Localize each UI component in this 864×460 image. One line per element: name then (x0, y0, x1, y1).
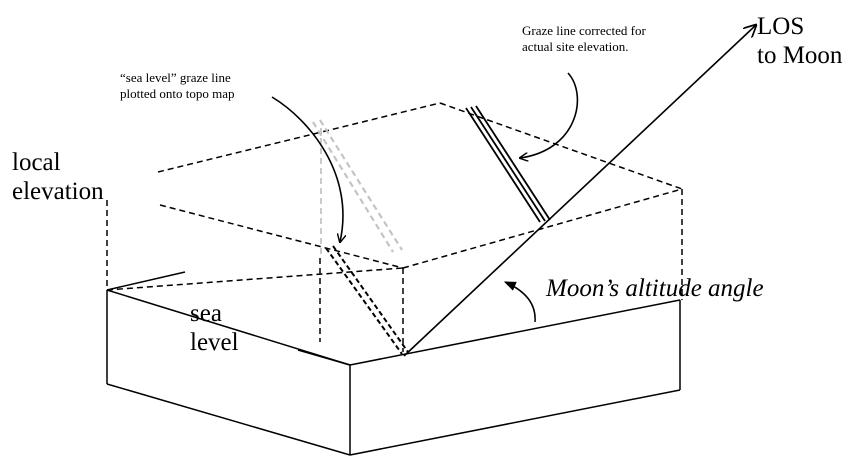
projected-graze-line-a (325, 247, 403, 355)
sea-level-label: sea level (190, 300, 239, 356)
corrected-graze-line-c (475, 105, 551, 221)
sea-level-graze-line-b (319, 119, 403, 251)
sea-level-inner-edge (297, 349, 351, 366)
elev-plane-back-right (439, 102, 683, 190)
sea-level-graze-callout-arrow (271, 96, 343, 242)
corrected-graze-callout-arrow (520, 72, 579, 158)
elev-plane-front-right (402, 188, 683, 269)
sea-level-graze-line-a (312, 121, 394, 253)
sea-level-graze-label: “sea level” graze line plotted onto topo… (120, 70, 235, 101)
box-left-face-top (106, 271, 186, 291)
elev-plane-left-slope (159, 204, 404, 269)
graze-corrected-label: Graze line corrected for actual site ele… (522, 23, 646, 54)
local-elevation-label: local elevation (12, 149, 104, 205)
corrected-graze-line-a (465, 107, 541, 223)
box-bottom-right-edge (349, 389, 681, 456)
projected-graze-line-b (332, 245, 409, 353)
los-label: LOS to Moon (757, 13, 843, 69)
box-bottom-left-edge (106, 383, 351, 456)
box-top-left-edge (106, 289, 351, 366)
box-top-right-edge (349, 299, 681, 366)
altitude-angle-arc (503, 281, 536, 323)
altitude-angle-label: Moon’s altitude angle (546, 275, 764, 302)
corrected-graze-line-b (470, 106, 546, 222)
elev-plane-back-left (157, 102, 441, 173)
los-line (403, 25, 756, 357)
